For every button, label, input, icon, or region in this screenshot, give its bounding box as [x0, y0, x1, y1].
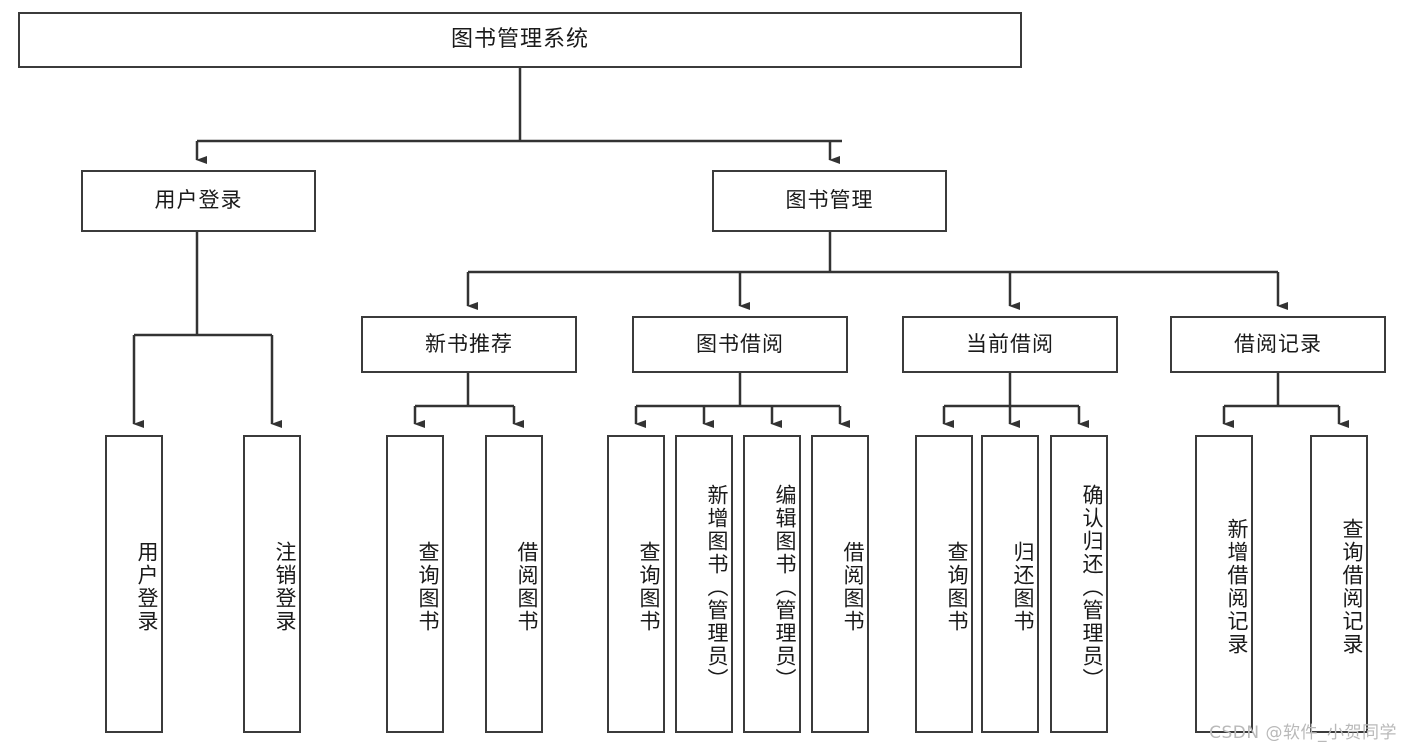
leaf-user-login-logout[interactable]: 注销登录	[243, 435, 301, 733]
node-label: 图书管理系统	[450, 26, 589, 52]
leaf-borrow-add-book-admin[interactable]: 新增图书（管理员）	[675, 435, 733, 733]
node-label: 注销登录	[273, 541, 297, 633]
leaf-record-query-borrow-record[interactable]: 查询借阅记录	[1310, 435, 1368, 733]
node-label: 图书管理	[785, 188, 874, 213]
node-current-borrow[interactable]: 当前借阅	[902, 316, 1118, 373]
leaf-borrow-edit-book-admin[interactable]: 编辑图书（管理员）	[743, 435, 801, 733]
node-user-login[interactable]: 用户登录	[81, 170, 316, 232]
leaf-recommend-borrow-book[interactable]: 借阅图书	[485, 435, 543, 733]
node-root-book-management-system[interactable]: 图书管理系统	[18, 12, 1022, 68]
leaf-user-login-login[interactable]: 用户登录	[105, 435, 163, 733]
node-label: 新书推荐	[425, 331, 513, 356]
node-label: 归还图书	[1011, 541, 1035, 633]
node-label: 新增图书（管理员）	[705, 483, 729, 691]
node-label: 借阅记录	[1234, 331, 1322, 356]
leaf-borrow-query-book[interactable]: 查询图书	[607, 435, 665, 733]
node-label: 确认归还（管理员）	[1080, 483, 1104, 691]
node-label: 查询借阅记录	[1340, 518, 1364, 656]
node-label: 编辑图书（管理员）	[773, 483, 797, 691]
node-new-book-recommend[interactable]: 新书推荐	[361, 316, 577, 373]
node-label: 查询图书	[637, 541, 661, 633]
node-label: 新增借阅记录	[1225, 518, 1249, 656]
leaf-borrow-borrow-book[interactable]: 借阅图书	[811, 435, 869, 733]
node-label: 查询图书	[416, 541, 440, 633]
node-label: 当前借阅	[966, 331, 1054, 356]
node-label: 借阅图书	[515, 541, 539, 633]
node-label: 借阅图书	[841, 541, 865, 633]
node-label: 图书借阅	[696, 331, 784, 356]
node-label: 用户登录	[135, 541, 159, 633]
leaf-current-confirm-return-admin[interactable]: 确认归还（管理员）	[1050, 435, 1108, 733]
leaf-recommend-query-book[interactable]: 查询图书	[386, 435, 444, 733]
node-label: 用户登录	[154, 188, 243, 213]
node-book-borrow[interactable]: 图书借阅	[632, 316, 848, 373]
leaf-current-query-book[interactable]: 查询图书	[915, 435, 973, 733]
node-label: 查询图书	[945, 541, 969, 633]
node-book-management[interactable]: 图书管理	[712, 170, 947, 232]
leaf-record-add-borrow-record[interactable]: 新增借阅记录	[1195, 435, 1253, 733]
node-borrow-record[interactable]: 借阅记录	[1170, 316, 1386, 373]
csdn-watermark: CSDN @软件_小贺同学	[1209, 723, 1397, 743]
leaf-current-return-book[interactable]: 归还图书	[981, 435, 1039, 733]
